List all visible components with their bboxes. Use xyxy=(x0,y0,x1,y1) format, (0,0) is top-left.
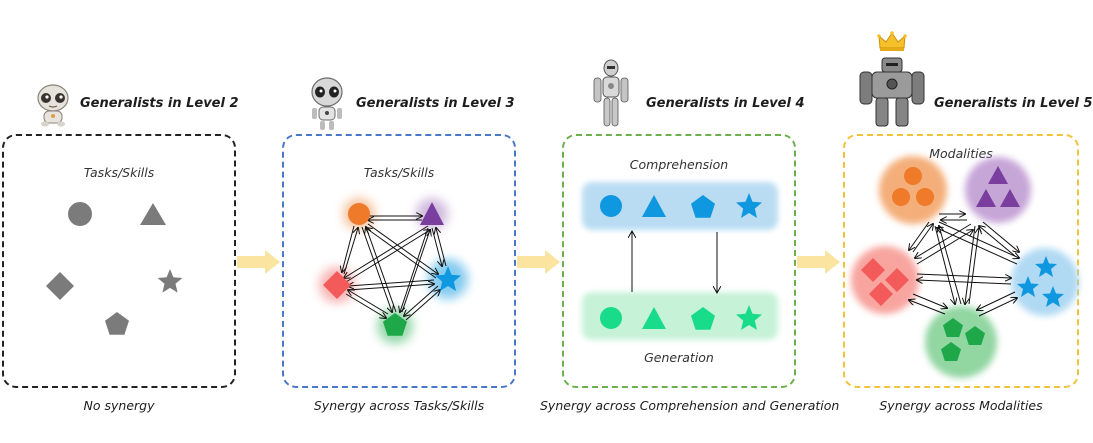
gen-triangle xyxy=(642,307,666,329)
orange-circle xyxy=(348,203,370,225)
comp-pentagon xyxy=(691,195,715,218)
level-3-panel-label: Tasks/Skills xyxy=(363,165,435,180)
level-2-panel xyxy=(2,134,236,388)
transition-arrow-2 xyxy=(517,250,560,274)
transition-arrow-3 xyxy=(797,250,840,274)
baby-robot-icon xyxy=(32,82,74,128)
orange-modality xyxy=(879,156,947,224)
gray-circle xyxy=(68,202,92,226)
mech-robot-icon xyxy=(858,56,926,128)
level-5-title: Generalists in Level 5 xyxy=(934,96,1093,111)
level-3-graph xyxy=(319,198,468,344)
humanoid-robot-icon xyxy=(586,58,636,130)
red-diamond xyxy=(323,271,351,299)
blue-modality xyxy=(1011,248,1079,316)
level-4-panel xyxy=(562,134,796,388)
comp-star xyxy=(736,193,762,218)
level-2-title: Generalists in Level 2 xyxy=(80,96,239,111)
gray-diamond xyxy=(46,272,74,300)
small-robot-icon xyxy=(306,76,348,132)
blue-star xyxy=(435,266,461,291)
level-4-bands xyxy=(582,182,778,340)
purple-triangle xyxy=(420,202,444,225)
comp-circle xyxy=(600,195,622,217)
level-5-caption: Synergy across Modalities xyxy=(879,398,1043,413)
gen-star xyxy=(736,305,762,330)
green-modality xyxy=(925,306,997,378)
gray-star xyxy=(157,269,183,293)
gen-circle xyxy=(600,307,622,329)
gray-pentagon xyxy=(105,312,129,335)
comp-triangle xyxy=(642,195,666,217)
level-2-shapes xyxy=(46,202,183,335)
green-pentagon xyxy=(383,313,407,336)
level-3-title: Generalists in Level 3 xyxy=(356,96,515,111)
level-5-panel xyxy=(843,134,1079,388)
crown-icon xyxy=(877,30,907,52)
comprehension-band xyxy=(582,182,778,230)
level-5-graph xyxy=(851,156,1079,378)
level-2-panel-label: Tasks/Skills xyxy=(83,165,155,180)
gray-triangle xyxy=(140,203,166,225)
level-3-panel xyxy=(282,134,516,388)
level-4-caption: Synergy across Comprehension and Generat… xyxy=(540,398,840,413)
level-2-caption: No synergy xyxy=(83,398,155,413)
generation-label: Generation xyxy=(644,350,714,365)
comprehension-label: Comprehension xyxy=(629,157,729,172)
generation-band xyxy=(582,292,778,340)
transition-arrow-1 xyxy=(237,250,280,274)
level-4-title: Generalists in Level 4 xyxy=(646,96,805,111)
gen-pentagon xyxy=(691,307,715,330)
level-5-panel-label: Modalities xyxy=(929,146,993,161)
level-3-caption: Synergy across Tasks/Skills xyxy=(313,398,485,413)
